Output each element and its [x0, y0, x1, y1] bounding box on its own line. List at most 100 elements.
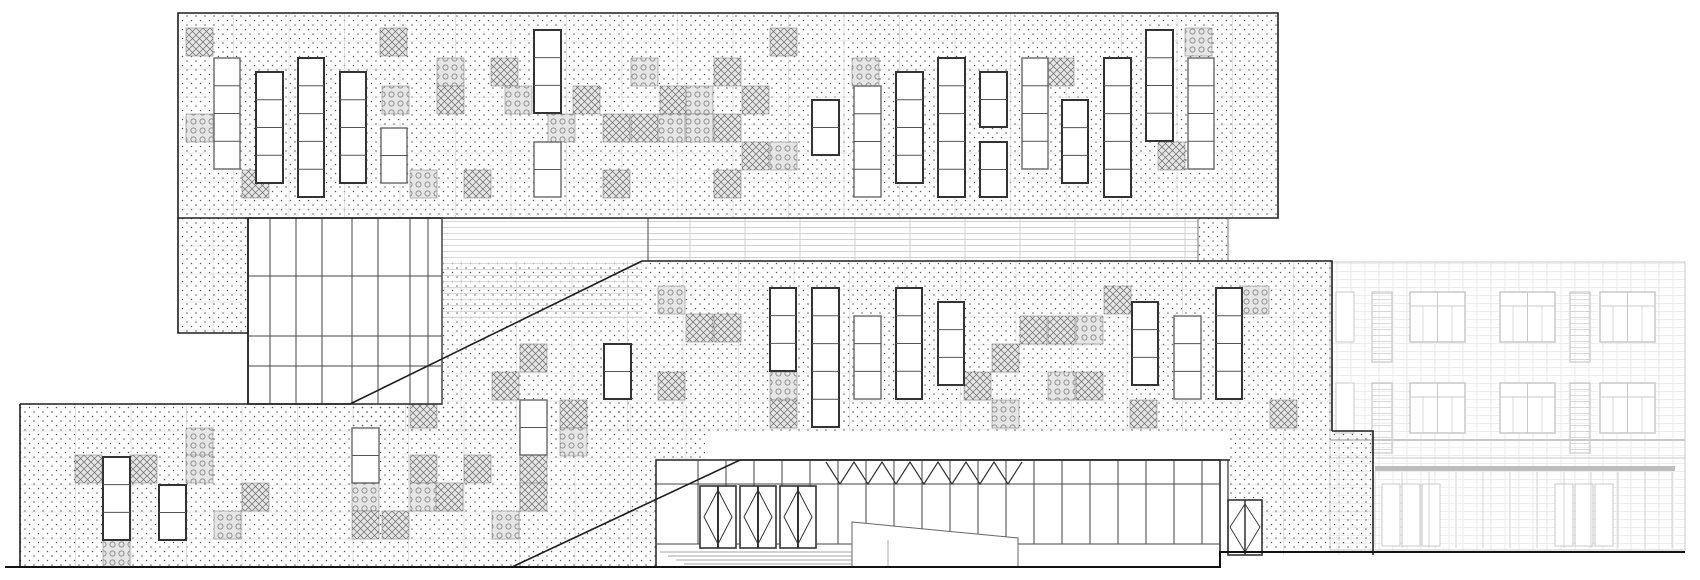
hatched-tile — [409, 454, 438, 484]
perforated-tile — [547, 113, 576, 143]
adjacent-door — [1381, 483, 1401, 547]
hatched-tile — [657, 371, 686, 401]
window — [1103, 57, 1132, 198]
perforated-tile — [491, 510, 520, 540]
hatched-tile — [713, 113, 742, 143]
perforated-tile — [851, 57, 880, 87]
windows — [102, 29, 1243, 541]
hatched-tile — [602, 169, 631, 199]
recessed-band — [442, 261, 642, 321]
adjacent-window — [1335, 291, 1355, 343]
perforated-tile — [559, 427, 588, 457]
hatched-tile — [519, 482, 548, 512]
hatched-tile — [963, 371, 992, 401]
curtain-wall-glazing — [247, 217, 1263, 568]
hatched-tile — [713, 169, 742, 199]
adjacent-louvre — [1569, 291, 1591, 363]
window — [102, 456, 131, 541]
perforated-tile — [409, 482, 438, 512]
left-column-outline — [177, 218, 248, 334]
adjacent-building-canopy — [1375, 466, 1675, 471]
perforated-tile — [409, 169, 438, 199]
window — [1131, 301, 1159, 386]
hatched-tile — [1269, 399, 1298, 429]
hatched-tile — [741, 85, 770, 115]
hatched-tile — [1103, 285, 1132, 315]
adjacent-louvre — [1371, 291, 1393, 363]
side-door-swing — [1229, 503, 1261, 553]
perforated-tile — [1075, 315, 1104, 345]
hatched-tile — [519, 343, 548, 373]
adjacent-door — [1421, 483, 1441, 547]
hatched-tile — [351, 510, 380, 540]
hatched-tile — [435, 482, 464, 512]
hatched-tile — [1047, 315, 1076, 345]
right-column-panel — [1198, 218, 1228, 260]
window — [769, 287, 797, 372]
hatched-tile — [685, 313, 714, 343]
hatched-tile — [1019, 315, 1048, 345]
hatched-tile — [630, 113, 659, 143]
hatched-tile — [185, 27, 214, 57]
perforated-tile — [185, 427, 214, 457]
hatched-tile — [713, 57, 742, 87]
perforated-tile — [351, 482, 380, 512]
adjacent-door — [1401, 483, 1421, 547]
adjacent-door — [1574, 483, 1594, 547]
perforated-tile — [630, 57, 659, 87]
ground-line — [5, 551, 1685, 568]
adjacent-louvre — [1569, 382, 1591, 454]
window — [937, 57, 966, 198]
perforated-tile — [769, 141, 798, 171]
upper-volume-outline — [177, 12, 1279, 219]
hatched-tile — [490, 57, 519, 87]
hatched-tile — [659, 85, 688, 115]
perforated-tile — [213, 510, 242, 540]
building-outlines — [5, 12, 1685, 568]
hatched-tile — [1129, 399, 1158, 429]
perforated-tile — [185, 454, 214, 484]
hatched-tile — [129, 454, 158, 484]
hatched-tile — [463, 169, 492, 199]
perforated-tile — [185, 113, 214, 143]
glazing-strip — [647, 217, 1199, 262]
window — [937, 301, 965, 386]
hatched-tile — [602, 113, 631, 143]
entrance-door-swing — [783, 488, 813, 546]
entrance-door-swing — [743, 488, 773, 546]
hatched-tile — [463, 454, 492, 484]
hatched-tile — [559, 399, 588, 429]
perforated-tile — [1184, 27, 1213, 57]
perforated-tile — [381, 85, 410, 115]
perforated-tile — [504, 85, 533, 115]
roof-truss — [825, 460, 1023, 486]
hatched-tile — [1157, 141, 1186, 171]
perforated-tile — [685, 85, 714, 115]
hatched-tile — [381, 510, 410, 540]
hatched-tile — [769, 399, 798, 429]
perforated-tile — [685, 113, 714, 143]
perforated-tile — [1047, 371, 1076, 401]
hatched-tile — [1046, 57, 1075, 87]
window — [533, 29, 562, 114]
adjacent-building — [1329, 261, 1686, 551]
perforated-tile — [769, 371, 798, 401]
hatched-tile — [572, 85, 601, 115]
hatched-tile — [436, 85, 465, 115]
hatched-tile — [769, 27, 798, 57]
perforated-tile — [102, 538, 131, 568]
perforated-tile — [991, 399, 1020, 429]
hatched-tile — [519, 454, 548, 484]
entrance-door-swing — [703, 488, 733, 546]
hatched-tile — [713, 313, 742, 343]
window — [811, 287, 840, 428]
window — [853, 315, 882, 400]
window — [297, 57, 325, 198]
hatched-tile — [491, 371, 520, 401]
window — [1173, 315, 1202, 400]
hatched-tile — [379, 27, 408, 57]
hatched-tile — [1075, 371, 1104, 401]
middle-volume-outline — [349, 260, 1333, 431]
